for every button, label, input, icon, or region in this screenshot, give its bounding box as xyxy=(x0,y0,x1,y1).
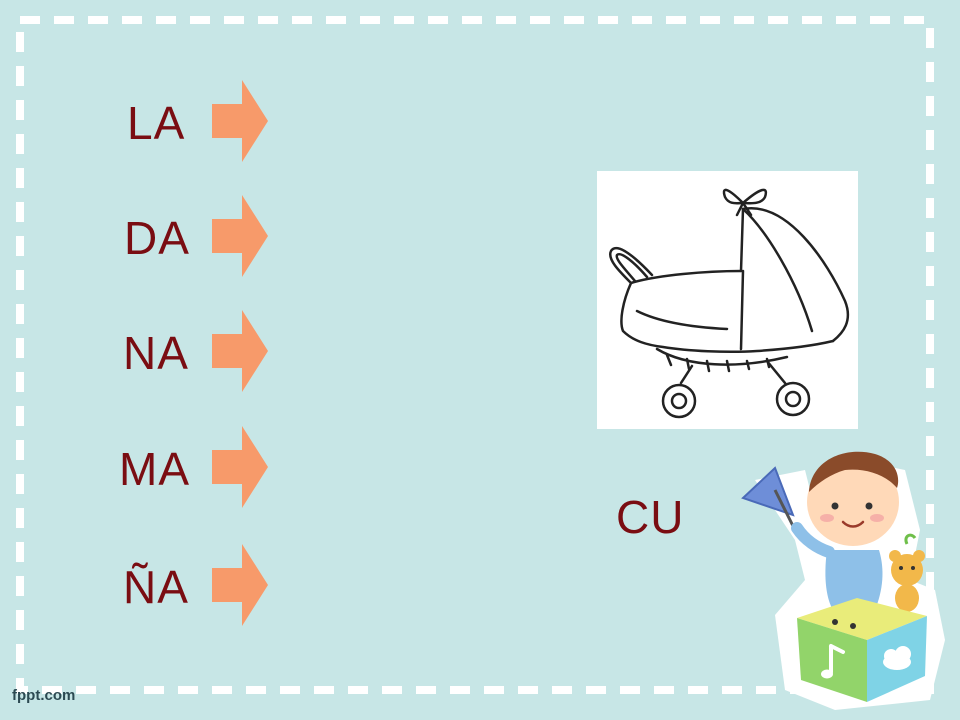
arrow-right-icon xyxy=(212,426,268,508)
arrow-right-icon xyxy=(212,310,268,392)
syllable-na: NA xyxy=(123,327,189,379)
baby-carriage-icon xyxy=(608,188,850,419)
cartoon-boy-on-block-icon xyxy=(741,451,945,710)
arrow-right-icon xyxy=(212,195,268,277)
baby-carriage-picture xyxy=(597,171,858,429)
arrow-right-icon xyxy=(212,544,268,626)
watermark: fppt.com xyxy=(12,687,76,704)
syllable-nya: ÑA xyxy=(123,561,189,613)
syllable-ma: MA xyxy=(119,443,190,495)
syllable-la: LA xyxy=(127,97,186,149)
arrow-right-icon xyxy=(212,80,268,162)
syllable-da: DA xyxy=(124,212,190,264)
target-syllable: CU xyxy=(616,491,685,543)
